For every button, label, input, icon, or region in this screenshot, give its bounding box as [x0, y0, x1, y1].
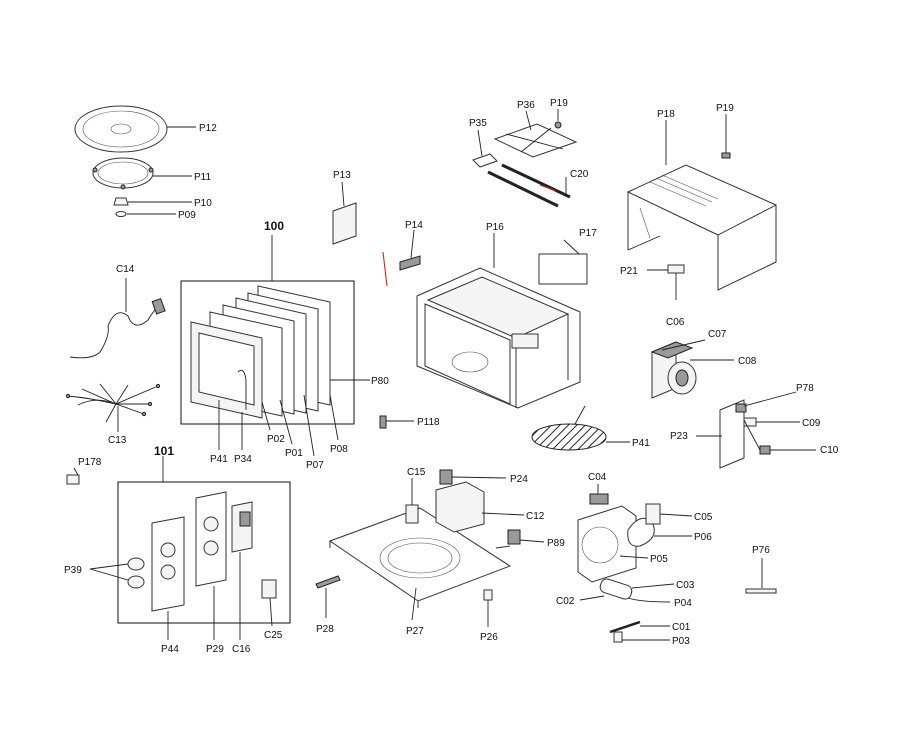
label-c02: C02 — [556, 596, 575, 607]
label-c14: C14 — [116, 264, 135, 275]
outer-cabinet — [626, 120, 777, 291]
label-c25: C25 — [264, 630, 283, 641]
label-p09: P09 — [178, 210, 196, 221]
label-p17: P17 — [579, 228, 597, 239]
label-group-101: 101 — [154, 444, 174, 458]
label-p14: P14 — [405, 220, 423, 231]
label-p04: P04 — [674, 598, 692, 609]
label-c13: C13 — [108, 435, 127, 446]
grill-cover-plate — [472, 110, 578, 168]
base-plate — [328, 507, 512, 621]
high-voltage-transformer — [435, 469, 525, 533]
label-p16: P16 — [486, 222, 504, 233]
wire-harness — [65, 383, 161, 432]
label-c10: C10 — [820, 445, 839, 456]
foot-p26 — [483, 589, 493, 627]
magnetron-tower — [405, 478, 419, 524]
label-p12: P12 — [199, 123, 217, 134]
label-plate-p17 — [538, 239, 588, 285]
label-c15: C15 — [407, 467, 426, 478]
coupler — [113, 197, 192, 206]
label-c06: C06 — [666, 317, 685, 328]
label-p36: P36 — [517, 100, 535, 111]
thermal-fuse — [609, 620, 670, 643]
label-p34: P34 — [234, 454, 252, 465]
cavity-bracket-p14 — [382, 229, 421, 287]
turntable-tray — [74, 105, 196, 153]
label-p05: P05 — [650, 554, 668, 565]
label-c01: C01 — [672, 622, 691, 633]
label-p89: P89 — [547, 538, 565, 549]
label-c07: C07 — [708, 329, 727, 340]
label-p19-top: P19 — [550, 98, 568, 109]
label-p10: P10 — [194, 198, 212, 209]
label-p29: P29 — [206, 644, 224, 655]
hatched-plate — [531, 405, 630, 451]
group-labels: 100 101 — [154, 219, 284, 458]
door-leaders — [218, 379, 370, 457]
label-p03: P03 — [672, 636, 690, 647]
hinge-p28 — [315, 575, 341, 618]
label-group-100: 100 — [264, 219, 284, 233]
lamp-holder — [647, 264, 685, 300]
label-p26: P26 — [480, 632, 498, 643]
label-c08: C08 — [738, 356, 757, 367]
fan-assembly — [577, 484, 693, 583]
label-p41-door: P41 — [210, 454, 228, 465]
label-c12: C12 — [526, 511, 545, 522]
label-c04: C04 — [588, 472, 607, 483]
bracket-p89 — [495, 529, 545, 549]
power-cord — [69, 278, 166, 359]
label-c16: C16 — [232, 644, 251, 655]
clip-p178 — [66, 467, 80, 485]
label-p41-plate: P41 — [632, 438, 650, 449]
door-assembly-box — [180, 235, 355, 425]
spring-p118 — [379, 415, 414, 429]
label-p35: P35 — [469, 118, 487, 129]
label-p18: P18 — [657, 109, 675, 120]
label-c05: C05 — [694, 512, 713, 523]
label-p28: P28 — [316, 624, 334, 635]
door-panels — [190, 285, 331, 419]
label-p44: P44 — [161, 644, 179, 655]
control-panel-box — [117, 456, 291, 624]
door-latch-board — [696, 391, 816, 469]
roller-ring — [92, 157, 192, 190]
label-p39: P39 — [64, 565, 82, 576]
label-p21: P21 — [620, 266, 638, 277]
part-labels: P12 P11 P10 P09 P13 P35 P36 P19 C20 P18 … — [64, 98, 839, 655]
label-p118: P118 — [417, 417, 440, 428]
rod-p76 — [745, 558, 777, 594]
label-p07: P07 — [306, 460, 324, 471]
heater-rods — [487, 163, 571, 208]
label-p02: P02 — [267, 434, 285, 445]
label-p78: P78 — [796, 383, 814, 394]
label-p01: P01 — [285, 448, 303, 459]
label-p24: P24 — [510, 474, 528, 485]
control-panel-parts — [89, 491, 277, 640]
label-p27: P27 — [406, 626, 424, 637]
label-p23: P23 — [670, 431, 688, 442]
washer — [115, 211, 176, 217]
label-p80: P80 — [371, 376, 389, 387]
label-p13: P13 — [333, 170, 351, 181]
oven-cavity — [416, 233, 581, 409]
waveguide-cover — [332, 181, 357, 245]
fan-motor-block — [650, 339, 734, 399]
grill-screw — [554, 109, 562, 129]
label-p06: P06 — [694, 532, 712, 543]
label-p11: P11 — [194, 172, 211, 183]
label-p178: P178 — [78, 457, 102, 468]
label-c09: C09 — [802, 418, 821, 429]
capacitor — [579, 578, 675, 603]
label-c20: C20 — [570, 169, 589, 180]
label-p19-right: P19 — [716, 103, 734, 114]
label-c03: C03 — [676, 580, 695, 591]
cabinet-screw — [721, 114, 731, 159]
label-p76: P76 — [752, 545, 770, 556]
label-p08: P08 — [330, 444, 348, 455]
